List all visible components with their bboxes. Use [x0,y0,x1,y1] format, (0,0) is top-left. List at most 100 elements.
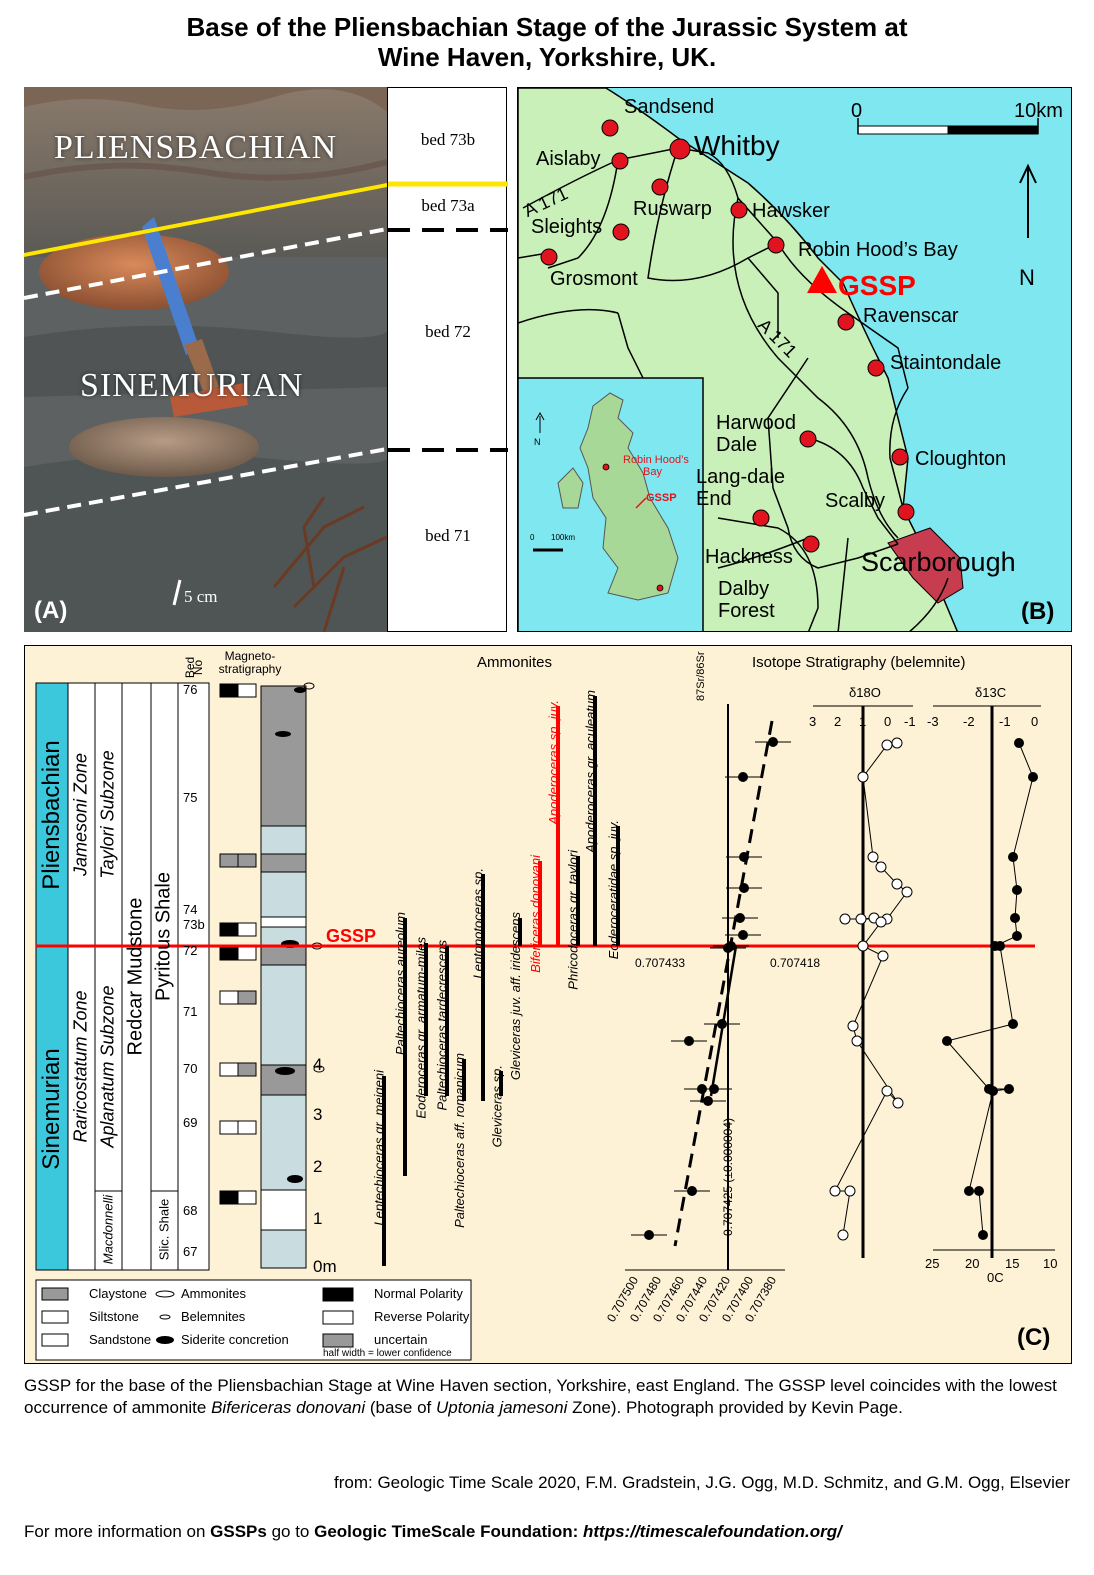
label-sinemurian: SINEMURIAN [80,367,304,404]
d13c-point-8 [1008,1019,1018,1029]
map-svg [518,88,1039,631]
d18o-point-2 [857,771,869,783]
concretion-upper [39,234,229,310]
ammonite-label-5: Leptonotoceras sp. [471,868,486,979]
d13c-point-1 [1028,772,1038,782]
d13c-series [946,742,1034,1236]
legend-claystone: Claystone [89,1286,147,1301]
bed-number-68: 68 [183,1203,198,1218]
place-ruswarp: Ruswarp [633,198,712,220]
d13c-point-5 [1012,931,1022,941]
bed-number-75: 75 [183,790,198,805]
bed-number-72: 72 [183,943,198,958]
legend-siderite: Siderite concretion [181,1332,289,1347]
more-info-line: For more information on GSSPs go to Geol… [24,1522,842,1542]
ammonite-label-9: Apoderoceras sp. juv. [546,700,561,825]
sr-annotation-right: 0.707418 [770,956,821,970]
place-dalby-forest: Dalby Forest [718,578,775,622]
sr-point-12 [703,1096,713,1106]
sr-point-0 [768,737,778,747]
d13c-point-3 [1012,885,1022,895]
d18o-point-0 [891,737,903,749]
sr-point-1 [738,772,748,782]
bed-number-70: 70 [183,1061,198,1076]
stage-sinemurian: Sinemurian [38,1048,65,1170]
member-pyritous-shale: Pyritous Shale [152,872,175,1001]
d13c-point-11 [1004,1084,1014,1094]
sr-annotation-left: 0.707433 [635,956,686,970]
d13c-axis-label: δ13C [975,685,1007,700]
meter-label-0: 4 [313,1055,323,1074]
d18o-point-13 [877,950,889,962]
d18o-tick-2: 1 [859,714,867,729]
place-staintondale: Staintondale [890,352,1002,374]
place-aislaby: Aislaby [536,148,601,170]
lithology-column [260,682,325,1269]
more-info-foundation: Geologic TimeScale Foundation: [314,1522,579,1541]
d18o-series [834,742,908,1236]
stage-box-pliensbachian [35,682,69,947]
d18o-point-1 [881,739,893,751]
inset-label-robin-hoods: Robin Hood’s [623,454,689,466]
d18o-point-16 [892,1097,904,1109]
panel-b-map: 0 10km N GSSP Sandsend Whitby Aislaby Ru… [517,87,1072,632]
place-robin-hoods-bay: Robin Hood’s Bay [798,239,958,261]
map-scale-end: 10km [1014,100,1063,122]
place-sleights: Sleights [531,216,603,238]
d18o-point-17 [881,1085,893,1097]
ammonite-label-10: Phricodoceras gr. taylori [566,850,581,990]
gssp-boundary-line [24,183,387,257]
sr-point-13 [687,1186,697,1196]
panel-c-tag: (C) [1017,1324,1051,1351]
town-markers [540,119,915,553]
title-line-2: Wine Haven, Yorkshire, UK. [377,42,717,72]
d13c-tick-1: -2 [963,714,975,729]
sr-point-8 [717,1019,727,1029]
stratigraphy-svg [35,682,1055,1361]
formation-redcar-mudstone: Redcar Mudstone [124,897,147,1056]
more-info-prefix: For more information on [24,1522,211,1541]
gssp-triangle-icon [807,266,837,293]
sr-line-label: 0.707425 (±0.000004) [721,1117,735,1236]
d18o-point-18 [829,1185,841,1197]
temp-unit: 0C [987,1270,1004,1285]
d13c-point-2 [1008,852,1018,862]
ammonite-label-12: Eoderoceratidae sp. juv. [606,820,621,960]
ammonite-label-3: Paltechioceras tardecrescens [435,940,450,1111]
label-pliensbachian: PLIENSBACHIAN [54,129,338,166]
more-info-middle: go to [266,1522,315,1541]
zone-jamesoni: Jamesoni Zone [70,752,91,877]
roots-illustration [272,496,387,632]
sr-axis-label: 87Sr/86Sr [695,651,707,701]
d18o-tick-0: 3 [809,714,817,729]
d13c-point-13 [964,1186,974,1196]
sr-point-2 [739,852,749,862]
d18o-point-6 [901,886,913,898]
magneto-header-1: Magneto- [224,649,276,663]
legend-normal-polarity: Normal Polarity [374,1286,463,1301]
d18o-tick-1: 2 [834,714,842,729]
place-cloughton: Cloughton [915,448,1007,470]
ammonite-ranges [382,696,620,1266]
d18o-axis-label: δ18O [849,685,881,700]
legend-uncertain: uncertain [374,1332,428,1347]
ammonite-label-1: Paltechioceras aureolum [393,912,408,1056]
map-north-label: N [1019,265,1035,290]
legend-ammonites: Ammonites [181,1286,247,1301]
foundation-link[interactable]: https://timescalefoundation.org/ [583,1522,842,1541]
sr-point-9 [684,1036,694,1046]
d13c-point-14 [974,1186,984,1196]
panel-a-tag: (A) [34,597,68,624]
place-scalby: Scalby [825,490,886,512]
temp-tick-0: 25 [925,1256,940,1271]
map-gssp-label: GSSP [838,270,916,301]
isotope-header: Isotope Stratigraphy (belemnite) [752,654,966,671]
bed-boundary-72-73a [24,227,387,300]
isotope-plots [625,704,1055,1271]
hammer-illustration [142,217,248,417]
meter-label-2: 2 [313,1157,323,1176]
d18o-point-3 [867,851,879,863]
panel-c-stratigraphy: Pliensbachian Sinemurian Jamesoni Zone R… [24,645,1072,1364]
place-sandsend: Sandsend [624,96,715,118]
d13c-point-4 [1010,913,1020,923]
